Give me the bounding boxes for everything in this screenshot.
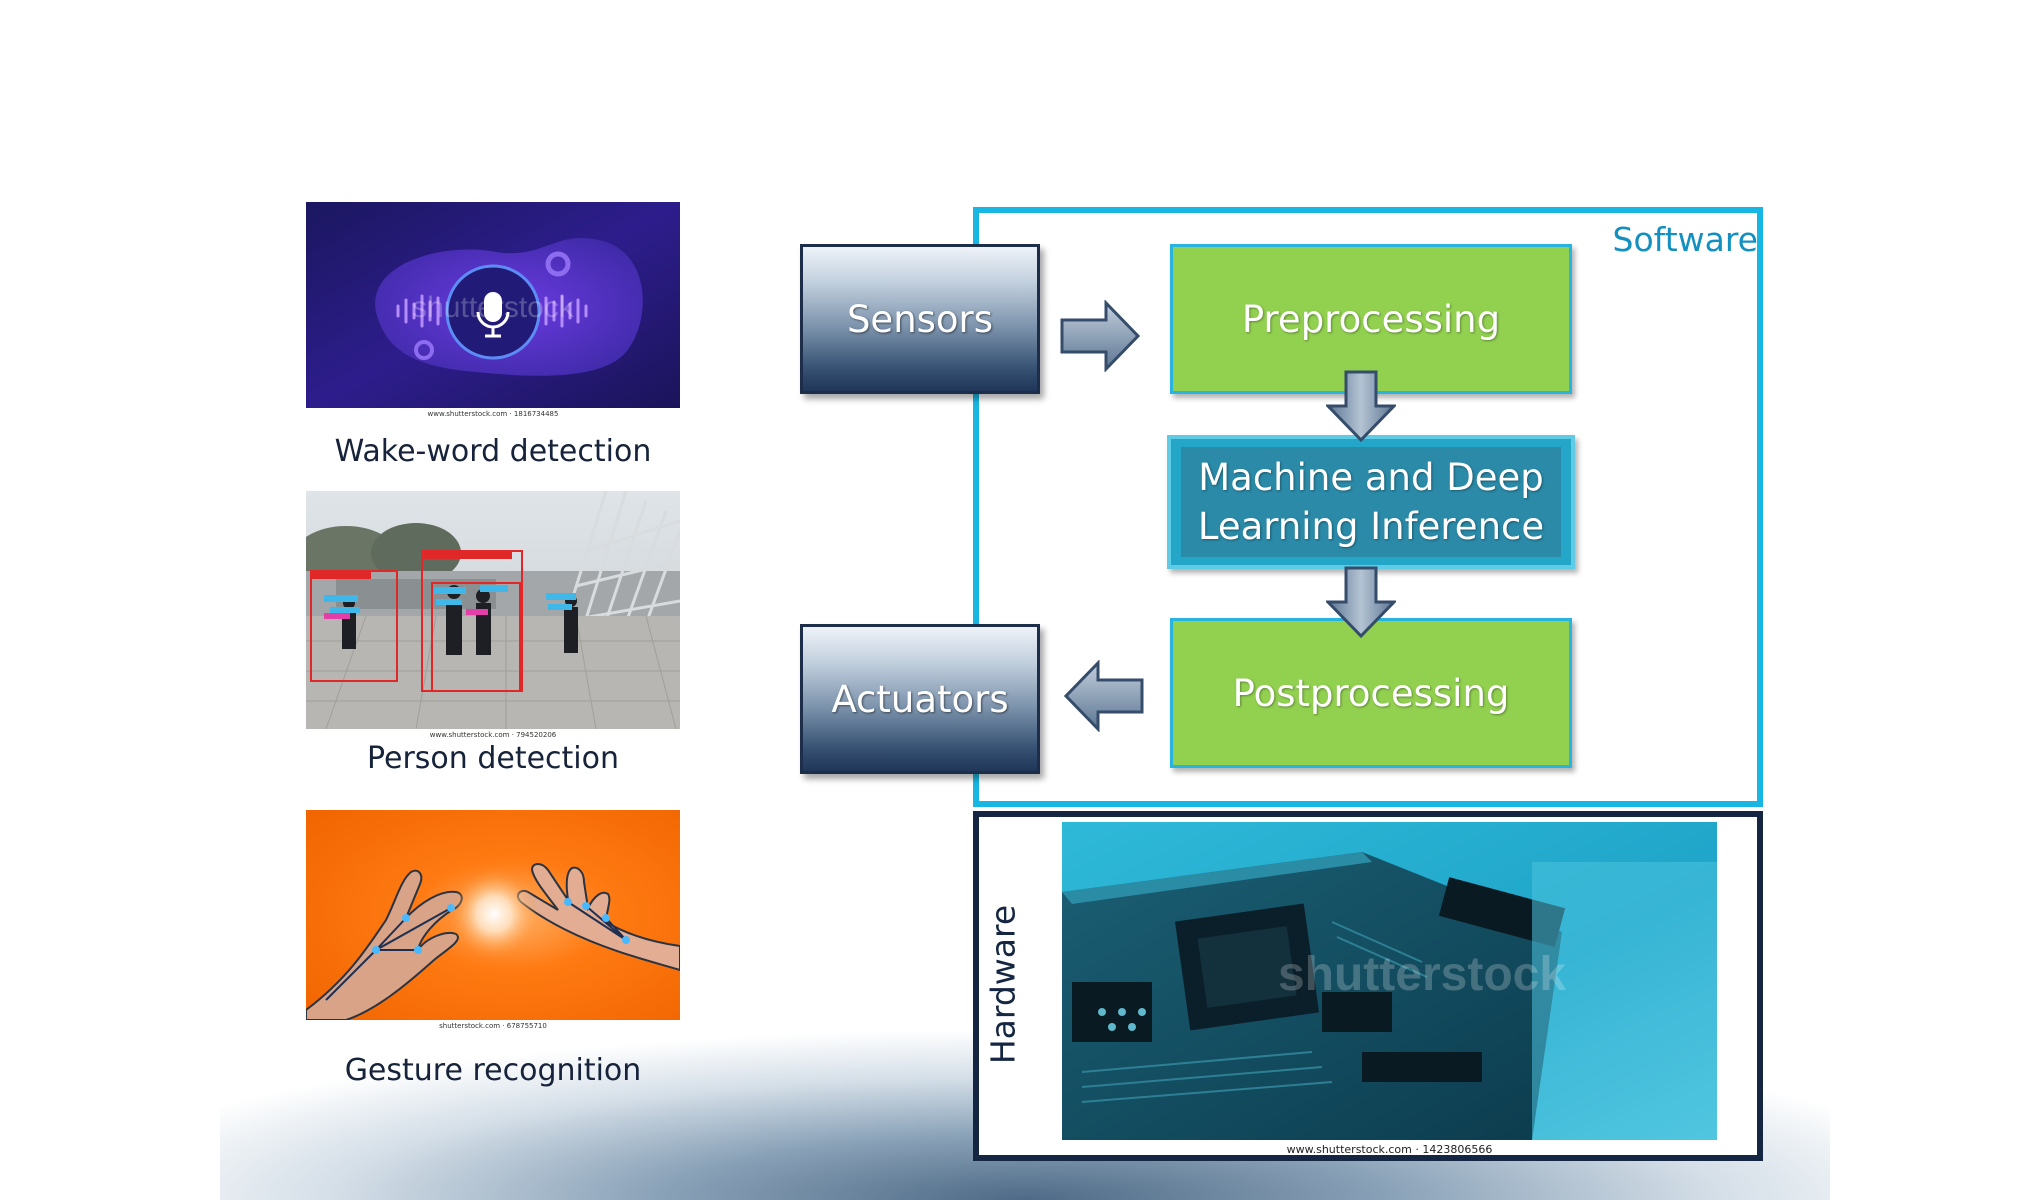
arrow-down-icon xyxy=(1326,370,1396,442)
image-credit: www.shutterstock.com · 794520206 xyxy=(429,731,557,739)
preprocessing-box: Preprocessing xyxy=(1170,244,1572,394)
inference-box: Machine and Deep Learning Inference xyxy=(1167,435,1575,569)
microphone-icon xyxy=(476,292,510,338)
software-label: Software xyxy=(1612,220,1758,259)
inference-inner: Machine and Deep Learning Inference xyxy=(1181,447,1561,557)
arrow-left-icon xyxy=(1064,660,1144,732)
actuators-box: Actuators xyxy=(800,624,1040,774)
person-detection-image xyxy=(306,491,680,729)
image-credit: www.shutterstock.com · 1816734485 xyxy=(427,410,559,418)
watermark-text: shutterstock xyxy=(412,291,575,324)
preprocessing-label: Preprocessing xyxy=(1241,297,1501,341)
inference-label-line2: Learning Inference xyxy=(1197,505,1545,548)
arrow-right-icon xyxy=(1060,300,1140,372)
wake-word-caption: Wake-word detection xyxy=(334,434,652,469)
person-detection-caption: Person detection xyxy=(366,741,620,776)
hardware-image-credit: www.shutterstock.com · 1423806566 xyxy=(1286,1143,1493,1156)
postprocessing-box: Postprocessing xyxy=(1170,618,1572,768)
inference-label-line1: Machine and Deep xyxy=(1198,456,1544,499)
arrow-down-icon xyxy=(1326,566,1396,638)
sensors-label: Sensors xyxy=(846,297,994,341)
hardware-label-text: Hardware xyxy=(983,904,1023,1065)
actuators-label: Actuators xyxy=(831,677,1009,721)
sensors-box: Sensors xyxy=(800,244,1040,394)
wake-word-image: shutterstock xyxy=(306,202,680,408)
gesture-recognition-image xyxy=(306,810,680,1020)
hardware-board-image: shutterstock xyxy=(1062,822,1717,1140)
watermark-text: shutterstock xyxy=(1278,948,1566,1001)
postprocessing-label: Postprocessing xyxy=(1232,671,1510,715)
gesture-recognition-caption: Gesture recognition xyxy=(344,1053,642,1088)
image-credit: shutterstock.com · 678755710 xyxy=(439,1022,547,1030)
